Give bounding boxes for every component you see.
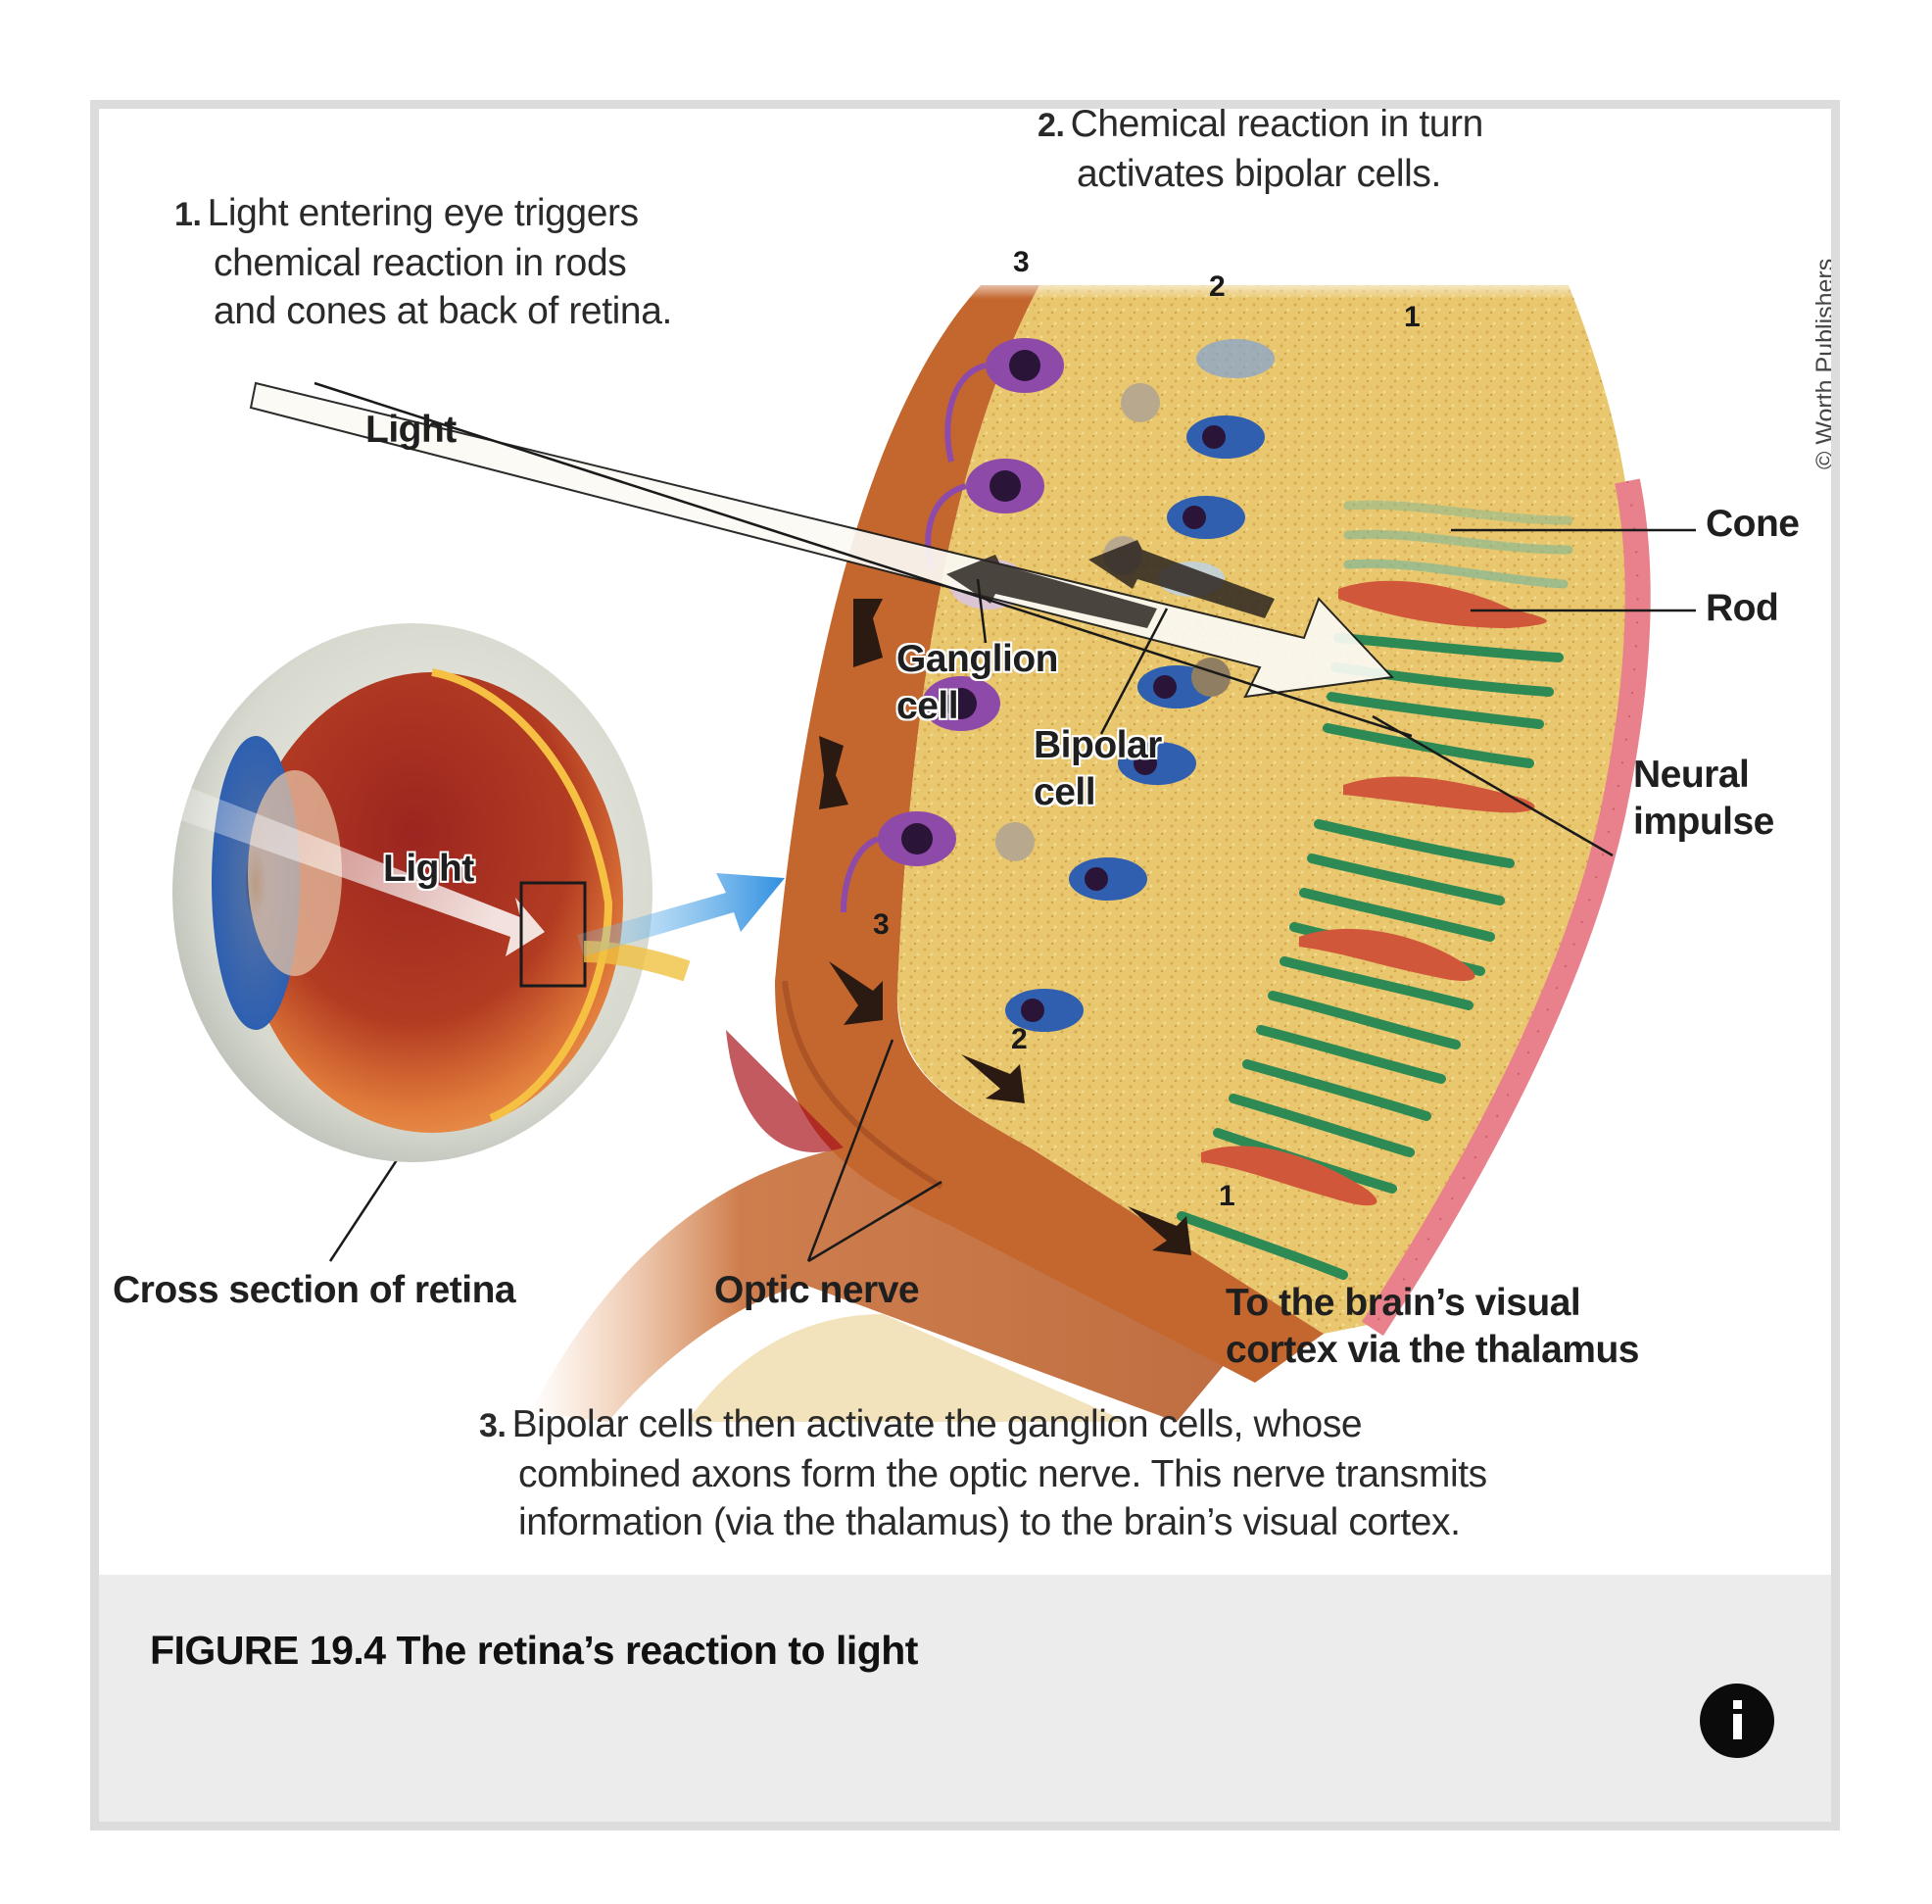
step-1-line-2: chemical reaction in rods [214, 242, 627, 284]
step-2-number: 2. [1038, 109, 1065, 144]
step-3-line-1: Bipolar cells then activate the ganglion… [511, 1403, 1363, 1445]
label-bipolar-cell: Bipolar cell [1034, 722, 1162, 816]
layer-number-bottom-3: 3 [873, 908, 890, 941]
label-neural-impulse-line-2: impulse [1633, 801, 1774, 843]
label-optic-nerve: Optic nerve [714, 1269, 920, 1311]
copyright-credit: © Worth Publishers [1811, 258, 1831, 469]
eyeball-illustration [109, 623, 691, 1162]
layer-number-top-3: 3 [1013, 246, 1030, 278]
label-rod: Rod [1706, 587, 1779, 629]
step-3-line-2: combined axons form the optic nerve. Thi… [518, 1453, 1487, 1495]
caption-band: FIGURE 19.4 The retina’s reaction to lig… [99, 1575, 1831, 1822]
layer-number-top-2: 2 [1209, 270, 1226, 303]
label-to-brain-line-1: To the brain’s visual [1226, 1282, 1581, 1324]
retina-illustration [109, 275, 1696, 1422]
bipolar-cells [1005, 339, 1275, 1032]
step-2-line-1: Chemical reaction in turn [1070, 109, 1484, 145]
label-light-eye: Light [383, 848, 474, 890]
step-1-line-1: Light entering eye triggers [207, 192, 640, 234]
optic-nerve-bundle [530, 1147, 1226, 1422]
label-cross-section: Cross section of retina [113, 1269, 516, 1311]
step-2-text: 2.Chemical reaction in turn activates bi… [1038, 109, 1483, 198]
label-to-brain-line-2: cortex via the thalamus [1226, 1329, 1640, 1371]
retina-tissue [897, 285, 1635, 1334]
info-button[interactable] [1700, 1684, 1774, 1758]
info-icon [1700, 1684, 1774, 1758]
label-to-brain: To the brain’s visual cortex via the tha… [1226, 1280, 1640, 1374]
figure-caption: FIGURE 19.4 The retina’s reaction to lig… [150, 1628, 918, 1673]
cones [1201, 580, 1547, 1206]
layer-number-bottom-1: 1 [1219, 1180, 1235, 1212]
label-ganglion-line-2: cell [896, 685, 959, 727]
step-1-number: 1. [174, 196, 202, 233]
step-1-text: 1.Light entering eye triggers chemical r… [174, 189, 672, 335]
layer-number-top-1: 1 [1404, 301, 1421, 333]
step-3-number: 3. [479, 1407, 507, 1444]
step-3-text: 3.Bipolar cells then activate the gangli… [479, 1400, 1487, 1546]
zoom-pointer-arrow [577, 873, 785, 956]
label-neural-impulse-line-1: Neural [1633, 754, 1750, 796]
step-3-line-3: information (via the thalamus) to the br… [518, 1501, 1461, 1543]
step-1-line-3: and cones at back of retina. [214, 290, 672, 332]
ganglion-cells [841, 338, 1064, 913]
lens [248, 770, 342, 976]
label-cone: Cone [1706, 503, 1800, 545]
impulse-arrows [819, 599, 1191, 1255]
label-bipolar-line-2: cell [1034, 771, 1096, 813]
layer-number-bottom-2: 2 [1011, 1023, 1028, 1055]
label-ganglion-line-1: Ganglion [896, 638, 1059, 680]
retina-figure: 1.Light entering eye triggers chemical r… [99, 109, 1831, 1575]
label-bipolar-line-1: Bipolar [1034, 724, 1162, 766]
light-beam-arrow [249, 381, 1395, 699]
eye-light-beam [109, 756, 545, 956]
label-neural-impulse: Neural impulse [1633, 752, 1774, 846]
step-2-line-2: activates bipolar cells. [1077, 153, 1441, 195]
label-ganglion-cell: Ganglion cell [896, 636, 1059, 730]
figure-frame: 1.Light entering eye triggers chemical r… [90, 100, 1840, 1831]
label-light-incoming: Light [365, 409, 457, 451]
